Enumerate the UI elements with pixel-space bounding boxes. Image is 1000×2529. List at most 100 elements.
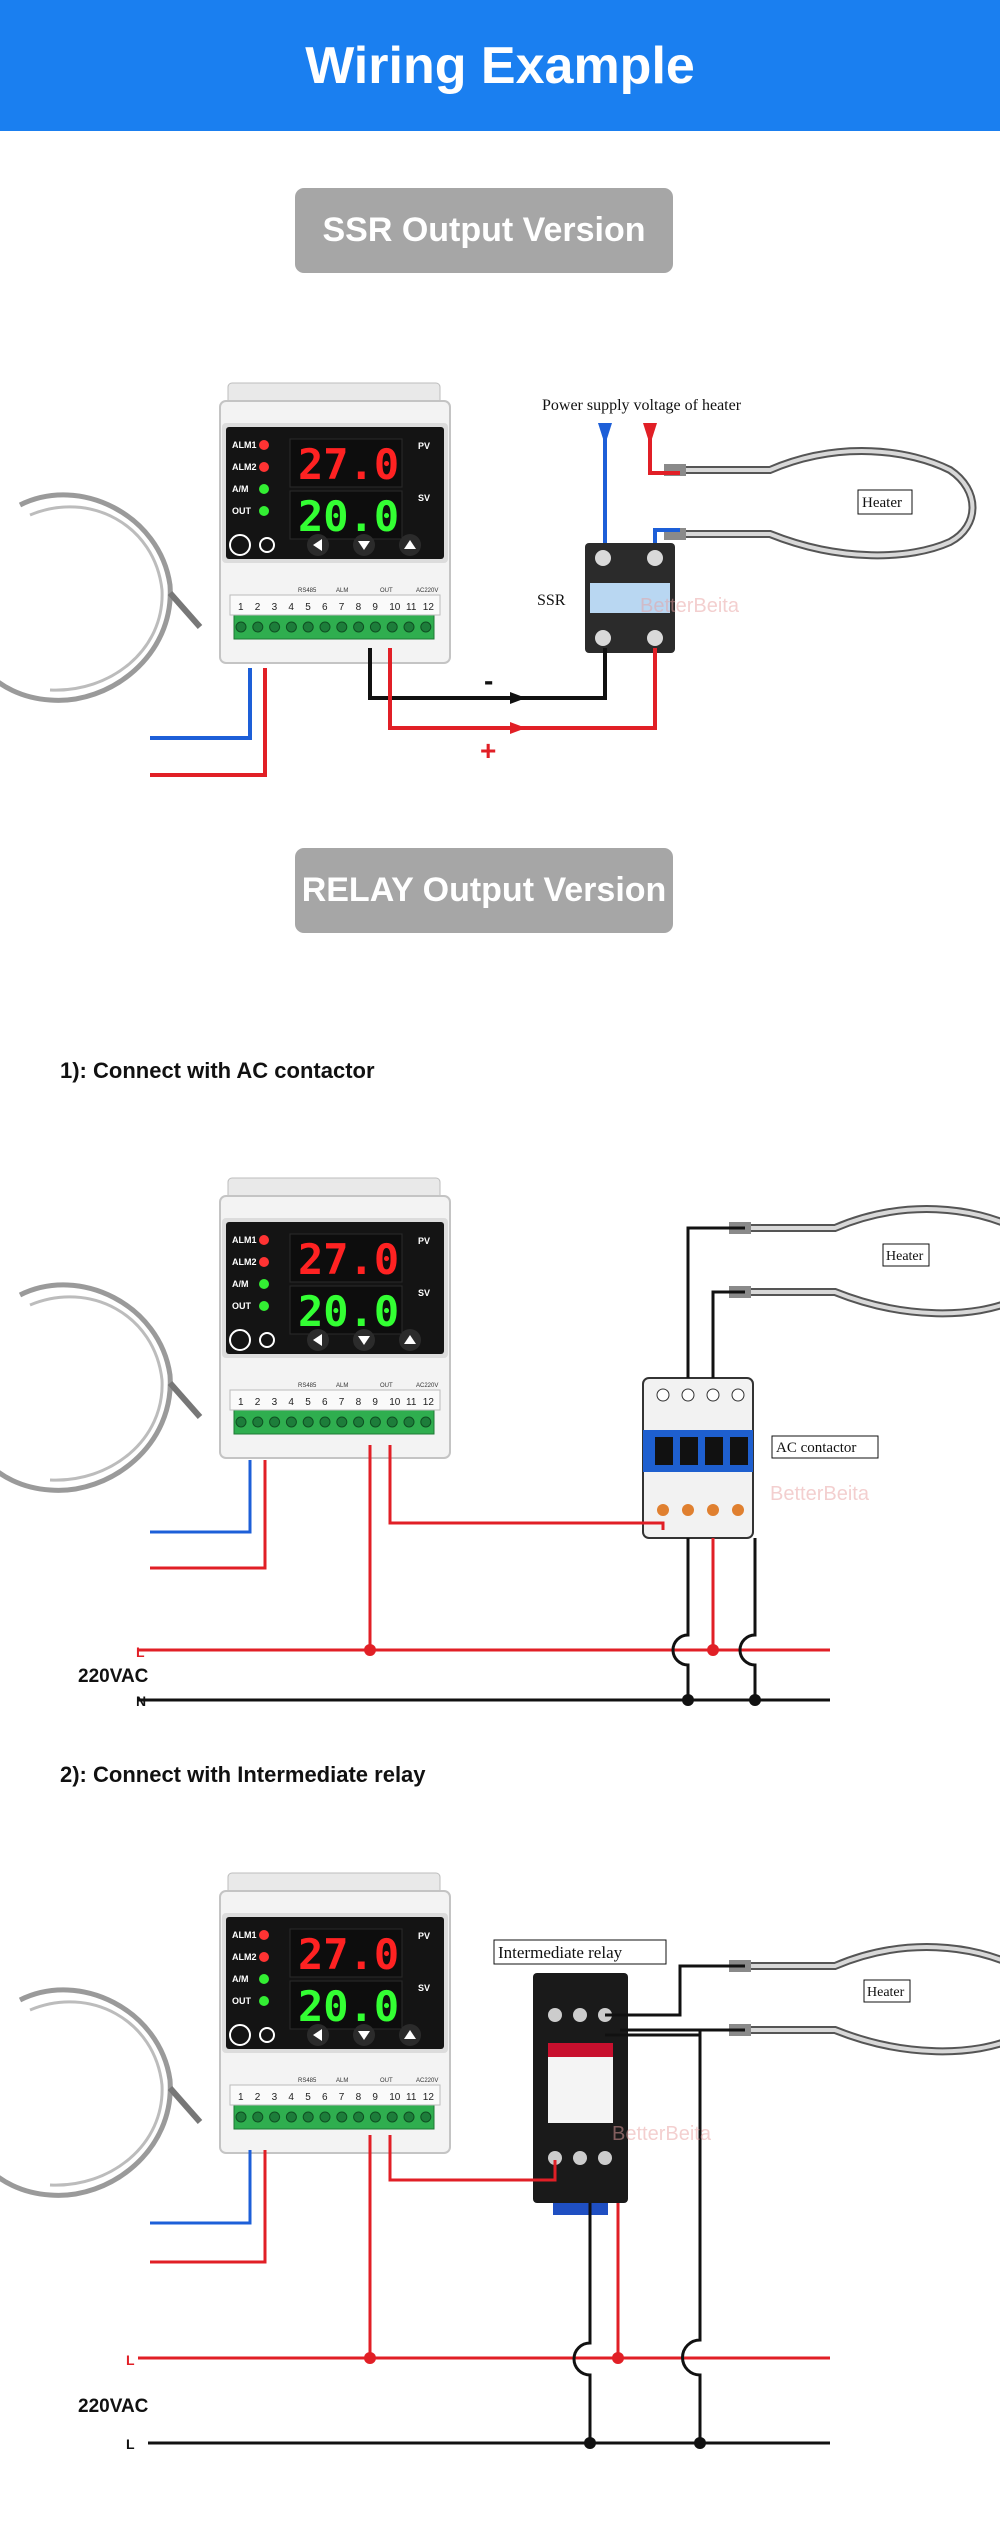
voltage-label-1: 220VAC <box>78 1666 149 1687</box>
terminal-screw <box>319 621 331 633</box>
terminal-number: 12 <box>423 602 435 613</box>
contactor-watermark: BetterBeita <box>770 1483 870 1505</box>
terminal-number: 6 <box>322 1397 328 1408</box>
plus-sign: + <box>480 735 496 766</box>
terminal-number: 7 <box>339 1397 345 1408</box>
relay-diagram: Heater Intermediate relay L 220VAC L Bet… <box>0 1872 1000 2452</box>
page-header: Wiring Example <box>0 0 1000 131</box>
terminal-screw <box>420 2111 432 2123</box>
terminal-number: 12 <box>423 2092 435 2103</box>
indicator-label: OUT <box>232 1301 252 1311</box>
terminal-screw <box>420 1416 432 1428</box>
terminal-screw <box>235 1416 247 1428</box>
terminal-screw <box>336 2111 348 2123</box>
terminal-screw <box>302 1416 314 1428</box>
terminal-number: 4 <box>288 1397 294 1408</box>
sv-tag: SV <box>418 1288 430 1298</box>
terminal-screw <box>386 621 398 633</box>
voltage-label-2: 220VAC <box>78 2396 149 2417</box>
indicator-label: A/M <box>232 484 249 494</box>
pv-tag: PV <box>418 1931 430 1941</box>
terminal-screw <box>269 1416 281 1428</box>
line-N-label-1: N <box>136 1693 146 1709</box>
terminal-screw <box>302 2111 314 2123</box>
terminal-number: 9 <box>372 2092 378 2103</box>
indicator-label: ALM2 <box>232 1257 257 1267</box>
terminal-number: 7 <box>339 602 345 613</box>
terminal-group-label: OUT <box>380 1383 393 1389</box>
terminal-group-label: RS485 <box>298 2078 317 2084</box>
terminal-screw <box>252 1416 264 1428</box>
indicator-label: ALM2 <box>232 1952 257 1962</box>
terminal-number: 5 <box>305 2092 311 2103</box>
terminal-number: 3 <box>272 1397 278 1408</box>
relay-subsection-title: 2): Connect with Intermediate relay <box>60 1762 426 1787</box>
pv-display: 27.0 <box>298 1930 399 1979</box>
relay-section-pill: RELAY Output Version <box>295 848 673 933</box>
terminal-number: 1 <box>238 2092 244 2103</box>
terminal-number: 8 <box>356 2092 362 2103</box>
sv-tag: SV <box>418 1983 430 1993</box>
ssr-label: SSR <box>537 592 566 609</box>
terminal-screw <box>403 621 415 633</box>
indicator-label: OUT <box>232 1996 252 2006</box>
line-2-label: L <box>126 2436 135 2452</box>
line-L-label-2: L <box>126 2352 135 2368</box>
indicator-label: ALM1 <box>232 1235 257 1245</box>
sv-display: 20.0 <box>298 1287 399 1336</box>
terminal-screw <box>319 2111 331 2123</box>
terminal-group-label: AC220V <box>416 2078 438 2084</box>
indicator-label: ALM1 <box>232 440 257 450</box>
terminal-number: 4 <box>288 2092 294 2103</box>
terminal-group-label: RS485 <box>298 1383 317 1389</box>
terminal-number: 10 <box>389 602 401 613</box>
terminal-group-label: AC220V <box>416 588 438 594</box>
terminal-group-label: ALM <box>336 588 348 594</box>
sv-tag: SV <box>418 493 430 503</box>
minus-sign: - <box>484 665 493 696</box>
terminal-number: 11 <box>406 2092 417 2103</box>
terminal-number: 6 <box>322 602 328 613</box>
terminal-number: 6 <box>322 2092 328 2103</box>
ssr-diagram: Power supply voltage of heater SSR Heate… <box>0 382 973 777</box>
page-title: Wiring Example <box>305 36 695 95</box>
terminal-group-label: OUT <box>380 588 393 594</box>
power-supply-label: Power supply voltage of heater <box>542 397 742 414</box>
terminal-group-label: ALM <box>336 2078 348 2084</box>
contactor-diagram: Heater AC contactor L 220VAC N BetterBei… <box>0 1177 1000 1709</box>
terminal-screw <box>353 1416 365 1428</box>
terminal-group-label: ALM <box>336 1383 348 1389</box>
terminal-screw <box>353 621 365 633</box>
terminal-number: 1 <box>238 602 244 613</box>
terminal-group-label: OUT <box>380 2078 393 2084</box>
ssr-section-pill: SSR Output Version <box>295 188 673 273</box>
terminal-number: 10 <box>389 1397 401 1408</box>
terminal-screw <box>353 2111 365 2123</box>
terminal-screw <box>302 621 314 633</box>
terminal-number: 12 <box>423 1397 435 1408</box>
ac-contactor-label: AC contactor <box>776 1440 856 1456</box>
terminal-number: 2 <box>255 602 261 613</box>
terminal-screw <box>369 1416 381 1428</box>
contactor-heater-label: Heater <box>886 1249 924 1264</box>
sv-display: 20.0 <box>298 1982 399 2031</box>
terminal-group-label: AC220V <box>416 1383 438 1389</box>
relay-heater-label: Heater <box>867 1985 905 2000</box>
pv-tag: PV <box>418 1236 430 1246</box>
terminal-screw <box>386 2111 398 2123</box>
terminal-number: 4 <box>288 602 294 613</box>
terminal-number: 1 <box>238 1397 244 1408</box>
contactor-subsection-title: 1): Connect with AC contactor <box>60 1058 375 1083</box>
terminal-number: 2 <box>255 1397 261 1408</box>
terminal-number: 8 <box>356 602 362 613</box>
indicator-label: ALM1 <box>232 1930 257 1940</box>
terminal-screw <box>252 621 264 633</box>
pv-display: 27.0 <box>298 1235 399 1284</box>
pv-display: 27.0 <box>298 440 399 489</box>
indicator-label: ALM2 <box>232 462 257 472</box>
sv-display: 20.0 <box>298 492 399 541</box>
terminal-number: 8 <box>356 1397 362 1408</box>
intermediate-relay-label: Intermediate relay <box>498 1943 623 1962</box>
